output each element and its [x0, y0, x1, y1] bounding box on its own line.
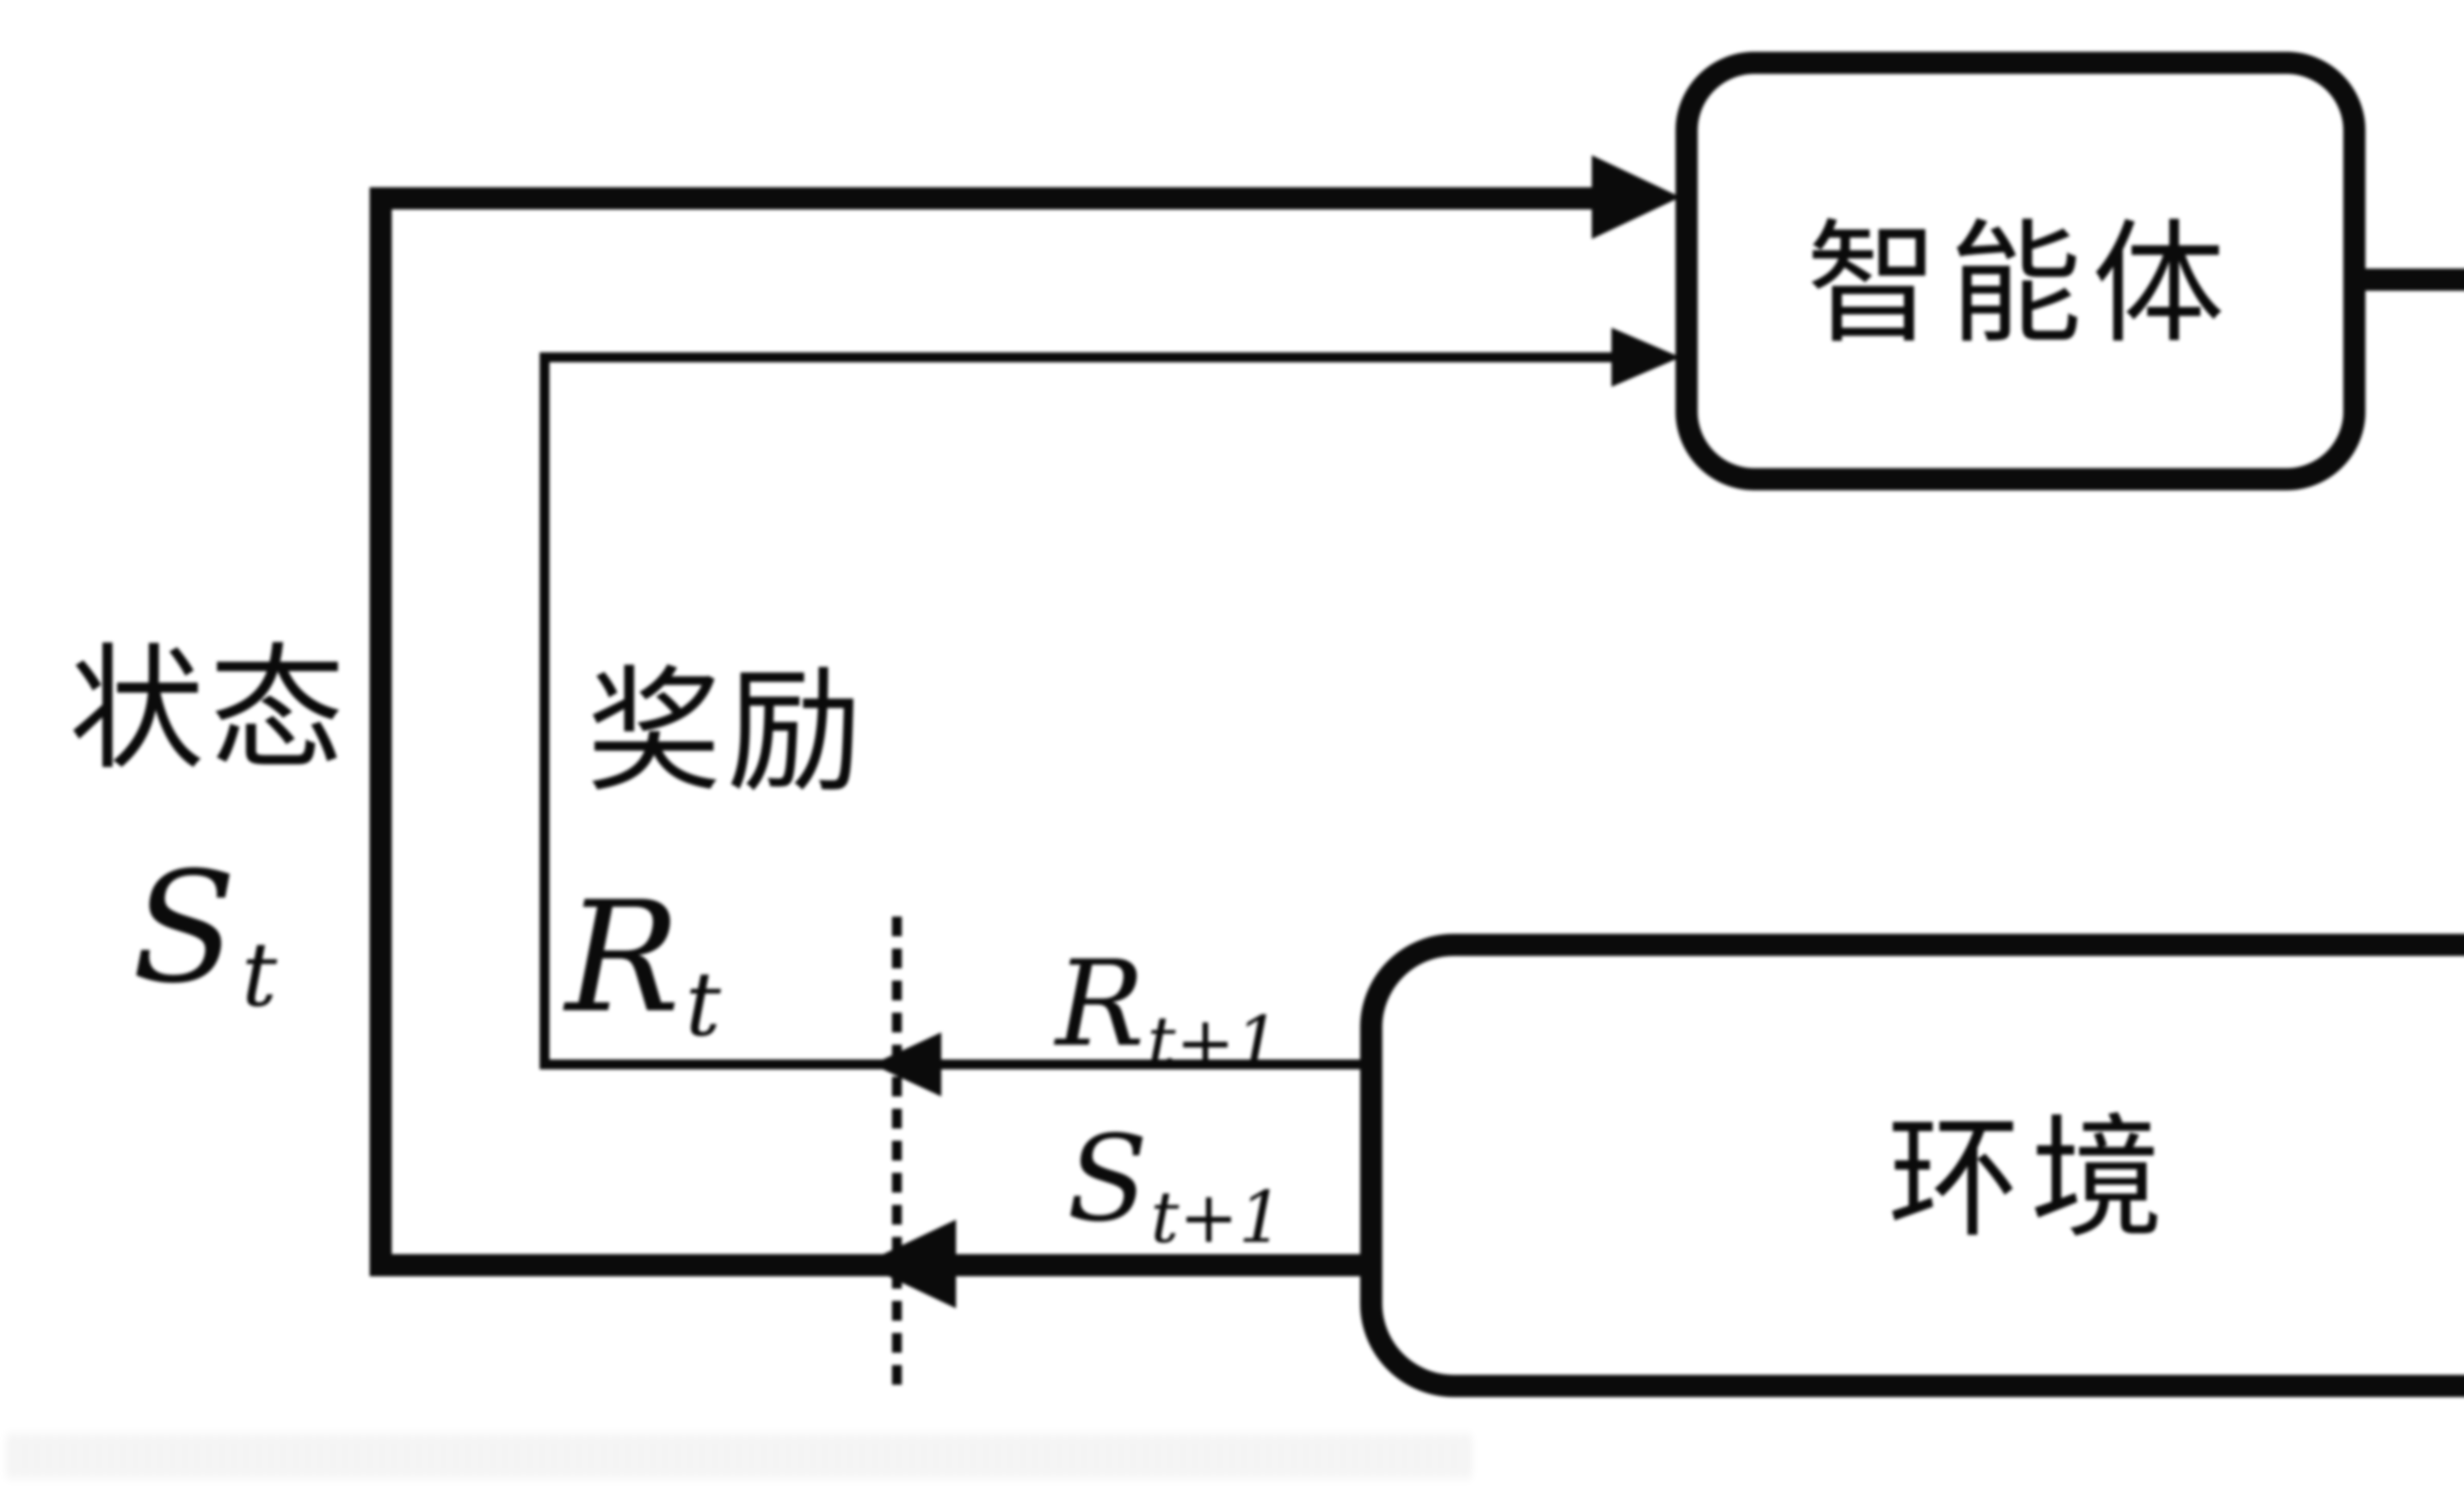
state-line-top: [370, 187, 1592, 209]
next-reward-symbol-sub: t+1: [1147, 999, 1280, 1084]
time-boundary-dashed-line: [892, 917, 902, 1390]
state-label-cn: 状态: [68, 631, 350, 788]
next-state-symbol-base: S: [1067, 1111, 1148, 1249]
agent-box: 智能体: [1676, 52, 2365, 490]
arrowhead-next-state-at-boundary: [862, 1220, 956, 1308]
environment-box: 环境: [1360, 934, 2464, 1397]
arrowhead-next-reward-at-boundary: [872, 1032, 941, 1096]
arrowhead-state-into-agent: [1592, 155, 1680, 239]
environment-box-label: 环境: [1887, 1100, 2173, 1256]
next-state-symbol-sub: t+1: [1150, 1174, 1284, 1259]
faint-caption-artifact: [10, 1434, 1469, 1478]
arrowhead-reward-into-agent: [1611, 328, 1680, 387]
state-symbol-base: S: [132, 838, 237, 1018]
reward-symbol-sub: t: [685, 956, 721, 1058]
next-reward-symbol-base: R: [1056, 936, 1145, 1074]
action-line-top: [2356, 269, 2464, 291]
agent-box-label: 智能体: [1806, 205, 2235, 361]
reward-label-cn: 奖励: [586, 653, 867, 811]
reward-symbol-base: R: [565, 867, 681, 1047]
reward-line-vertical: [540, 352, 549, 1069]
reward-line-bottom: [540, 1059, 1365, 1069]
state-line-vertical: [370, 187, 392, 1274]
state-symbol-sub: t: [241, 926, 277, 1028]
reward-line-top: [540, 352, 1611, 362]
